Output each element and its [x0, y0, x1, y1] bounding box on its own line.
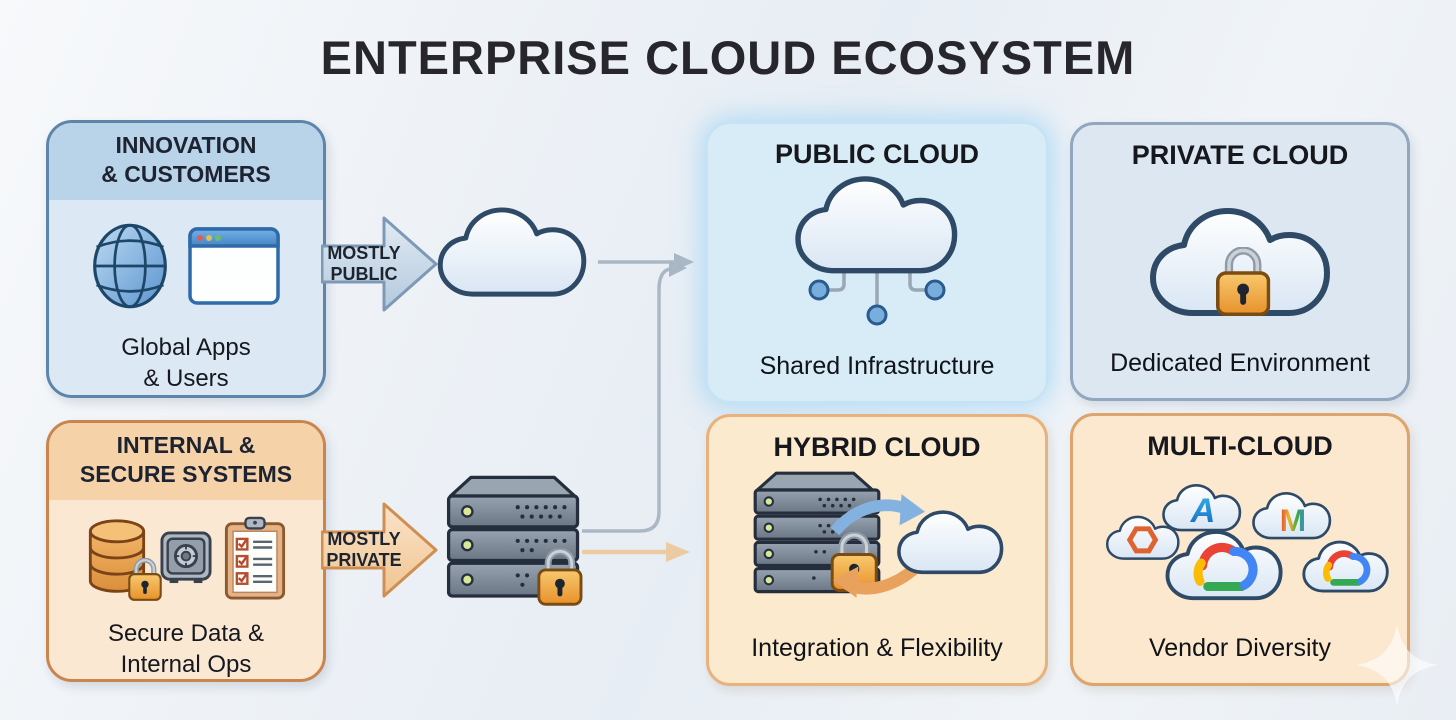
- card-title: PUBLIC CLOUD: [775, 139, 979, 169]
- private-cloud-lock-icon: [1138, 199, 1348, 341]
- source-box-header: INTERNAL & SECURE SYSTEMS: [49, 423, 323, 500]
- cloud-to-public-connector: [598, 253, 694, 271]
- card-caption: Integration & Flexibility: [751, 634, 1003, 662]
- source-box-internal: INTERNAL & SECURE SYSTEMS: [46, 420, 326, 682]
- card-title: HYBRID CLOUD: [773, 432, 981, 462]
- safe-icon: [160, 531, 212, 583]
- source-box-innovation: INNOVATION & CUSTOMERS Global Apps & Use…: [46, 120, 326, 398]
- google-cloud-logo-icon: [1323, 550, 1371, 586]
- flow-label: MOSTLY PRIVATE: [326, 529, 402, 570]
- source-box-caption: Global Apps & Users: [121, 333, 251, 393]
- vendor-cloud-azure-icon: A: [1162, 483, 1242, 532]
- azure-logo-icon: A: [1190, 492, 1216, 530]
- vendor-cloud-google-icon: [1165, 529, 1283, 601]
- lock-icon: [128, 558, 162, 602]
- sparkle-icon: [1356, 624, 1438, 706]
- server-to-hybrid-connector: [582, 542, 690, 562]
- globe-icon: [93, 223, 167, 309]
- card-title: MULTI-CLOUD: [1147, 431, 1333, 461]
- card-caption: Shared Infrastructure: [759, 352, 995, 380]
- server-stack-lock-icon: [446, 475, 585, 606]
- source-icons-row: [49, 512, 323, 604]
- card-caption: Dedicated Environment: [1110, 349, 1370, 377]
- public-cloud-network-icon: [774, 168, 984, 326]
- vendor-cloud-m-icon: M: [1252, 491, 1332, 540]
- cloud-type-card-multi: MULTI-CLOUD A M: [1070, 413, 1410, 686]
- vendor-cloud-google-icon: [1302, 540, 1389, 593]
- database-lock-icon: [86, 518, 148, 598]
- flow-label: MOSTLY PUBLIC: [327, 243, 401, 284]
- cloud-type-card-private: PRIVATE CLOUD Dedicated Environment: [1070, 122, 1410, 401]
- cloud-type-card-hybrid: HYBRID CLOUD: [706, 414, 1048, 686]
- vendor-cloud-hexagon-icon: [1105, 515, 1180, 560]
- source-icons-row: [49, 220, 323, 312]
- google-cloud-logo-icon: [1193, 542, 1258, 592]
- card-caption: Vendor Diversity: [1148, 634, 1332, 662]
- mostly-public-arrow: MOSTLY PUBLIC: [321, 212, 439, 316]
- m-logo-icon: M: [1280, 502, 1306, 538]
- browser-window-icon: [188, 227, 280, 305]
- card-title: PRIVATE CLOUD: [1131, 140, 1349, 170]
- network-node-icons: [808, 279, 946, 326]
- hexagon-logo-icon: [1126, 526, 1159, 554]
- cloud-type-card-public: PUBLIC CLOUD Shared Infrastructure: [706, 122, 1048, 403]
- page-title: ENTERPRISE CLOUD ECOSYSTEM: [320, 31, 1136, 84]
- block-arrow-right-icon: [321, 216, 438, 312]
- source-box-caption: Secure Data & Internal Ops: [107, 619, 265, 679]
- source-box-header: INNOVATION & CUSTOMERS: [49, 123, 323, 200]
- server-to-public-connector: [582, 260, 687, 533]
- block-arrow-right-icon: [321, 502, 438, 598]
- cloud-icon: [897, 510, 1004, 575]
- mostly-private-arrow: MOSTLY PRIVATE: [321, 498, 439, 602]
- checklist-icon: [224, 516, 286, 600]
- cloud-icon: [432, 200, 597, 309]
